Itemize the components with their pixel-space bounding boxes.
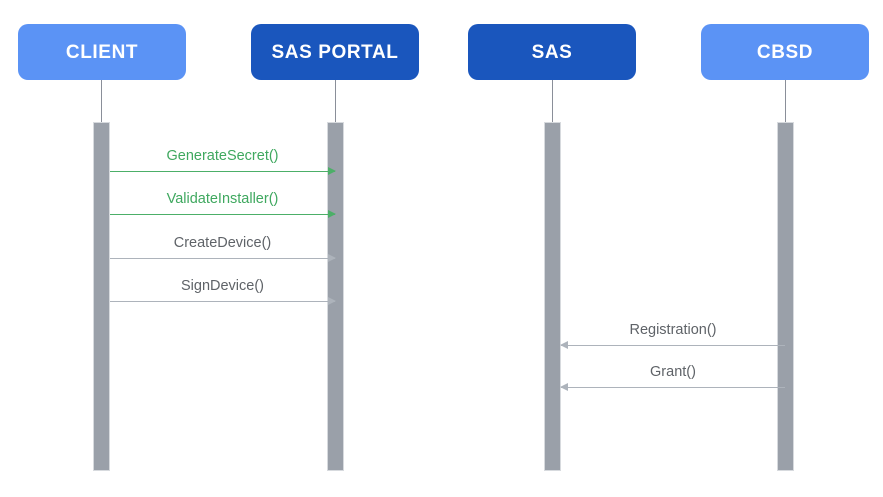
message-label-sign-device: SignDevice() [181, 278, 264, 294]
arrow-head-icon [328, 166, 336, 175]
message-line [110, 258, 335, 259]
message-label-grant: Grant() [650, 364, 696, 380]
message-line [110, 171, 335, 172]
arrow-head-icon [560, 340, 568, 349]
participant-box-sas[interactable]: SAS [468, 24, 636, 80]
message-label-create-device: CreateDevice() [173, 235, 272, 251]
message-line [561, 387, 785, 388]
message-line [110, 301, 335, 302]
activation-bar-sas [544, 122, 561, 471]
message-label-generate-secret: GenerateSecret() [166, 148, 279, 164]
participant-box-cbsd[interactable]: CBSD [701, 24, 869, 80]
lifeline-stem-cbsd [785, 80, 786, 122]
lifeline-stem-sas-portal [335, 80, 336, 122]
activation-bar-cbsd [777, 122, 794, 471]
lifeline-stem-sas [552, 80, 553, 122]
arrow-head-icon [328, 253, 336, 262]
participant-label-sas: SAS [531, 41, 573, 63]
message-label-registration: Registration() [629, 322, 717, 338]
message-line [110, 214, 335, 215]
message-label-validate-installer: ValidateInstaller() [166, 191, 279, 207]
participant-box-sas-portal[interactable]: SAS PORTAL [251, 24, 419, 80]
arrow-head-icon [328, 209, 336, 218]
participant-label-client: CLIENT [65, 41, 139, 63]
participant-box-client[interactable]: CLIENT [18, 24, 186, 80]
lifeline-stem-client [101, 80, 102, 122]
participant-label-sas-portal: SAS PORTAL [271, 41, 399, 63]
arrow-head-icon [328, 296, 336, 305]
message-line [561, 345, 785, 346]
participant-label-cbsd: CBSD [756, 41, 814, 63]
arrow-head-icon [560, 382, 568, 391]
activation-bar-client [93, 122, 110, 471]
